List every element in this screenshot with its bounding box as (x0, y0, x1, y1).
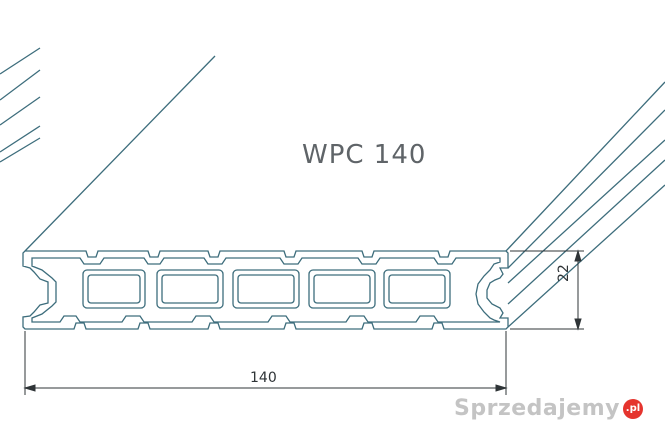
chamber-4 (308, 269, 376, 309)
height-dimension-label: 22 (556, 264, 572, 282)
watermark: Sprzedajemy .pl (454, 396, 643, 421)
top-left-line-4 (0, 125, 41, 153)
width-arrow-left (23, 384, 36, 392)
chamber-5 (383, 269, 451, 309)
board-profile (22, 250, 509, 330)
chamber-2 (156, 269, 224, 309)
board-outline (0, 47, 665, 330)
board-profile-inner (31, 257, 501, 323)
top-right-line-2 (507, 109, 665, 269)
chamber-1 (82, 269, 146, 309)
chamber-1-inner (87, 274, 141, 304)
top-left-line-5 (0, 137, 41, 163)
board-top-left-edge (24, 55, 216, 252)
top-left-line-1 (0, 47, 41, 75)
chamber-3 (232, 269, 300, 309)
height-arrow-bottom (574, 318, 582, 331)
diagram-title: WPC 140 (302, 140, 427, 170)
top-right-line-4 (507, 159, 665, 305)
dimensions (23, 249, 584, 395)
top-left-line-3 (0, 96, 41, 126)
watermark-badge: .pl (623, 398, 643, 419)
chamber-3-inner (237, 274, 295, 304)
width-dimension-label: 140 (250, 370, 277, 386)
top-right-line-3 (507, 139, 665, 284)
watermark-text: Sprzedajemy (454, 396, 620, 421)
chamber-5-inner (388, 274, 446, 304)
top-left-line-2 (0, 69, 41, 101)
top-right-line-5 (507, 184, 665, 328)
height-arrow-top (574, 249, 582, 262)
chamber-2-inner (161, 274, 219, 304)
chamber-4-inner (313, 274, 371, 304)
width-arrow-right (495, 384, 508, 392)
top-right-line-1 (505, 81, 665, 252)
